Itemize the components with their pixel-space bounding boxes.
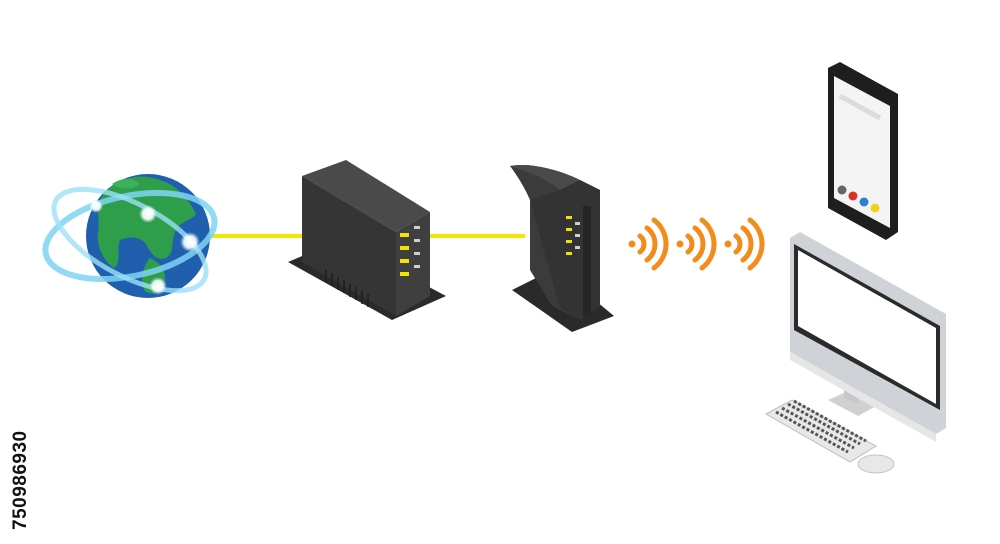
smartphone-icon xyxy=(828,62,898,240)
desktop-computer-icon xyxy=(790,232,946,442)
keyboard-icon xyxy=(764,399,877,463)
onu-modem-icon xyxy=(288,160,446,320)
wifi-signal-1 xyxy=(628,217,669,271)
modem-status-leds xyxy=(400,226,420,276)
globe-icon xyxy=(42,174,218,298)
mouse-icon xyxy=(857,454,895,474)
wifi-signal-icon xyxy=(628,217,765,271)
wifi-signal-3 xyxy=(724,217,765,271)
image-id-label: 750986930 xyxy=(10,430,31,530)
wifi-router-icon xyxy=(510,164,614,332)
wifi-signal-2 xyxy=(676,217,717,271)
router-status-leds xyxy=(566,216,580,255)
